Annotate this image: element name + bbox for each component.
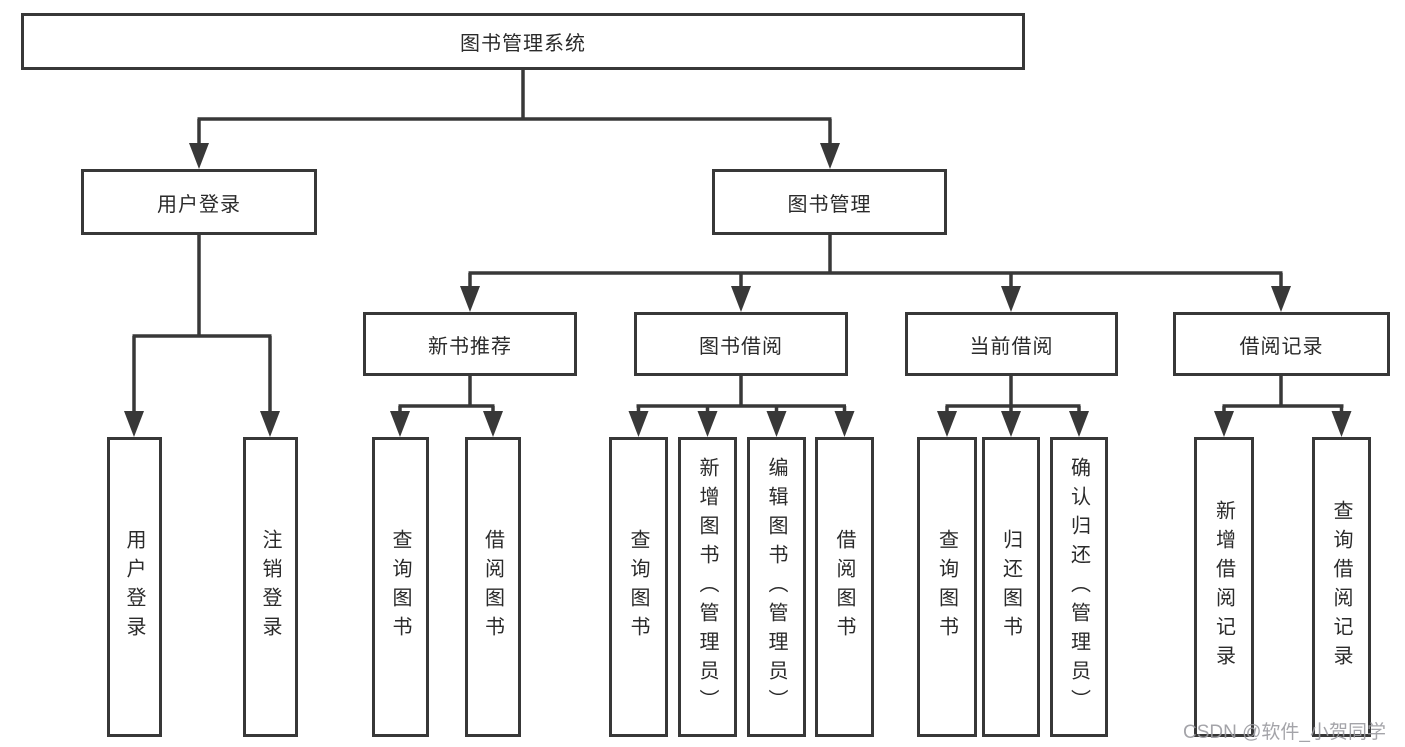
- connector-borrow-record: [1222, 376, 1344, 415]
- arrow-bb-query: [628, 411, 649, 437]
- leaf-cb-confirm-return: 确认归还（管理员）: [1050, 437, 1108, 737]
- leaf-nb-borrow-books: 借阅图书: [465, 437, 521, 737]
- node-borrow-record-label: 借阅记录: [1239, 335, 1324, 358]
- leaf-nb-borrow-books-label: 借阅图书: [481, 529, 504, 645]
- node-user-login: 用户登录: [81, 169, 317, 235]
- node-book-borrow: 图书借阅: [634, 312, 848, 376]
- leaf-user-login: 用户登录: [107, 437, 162, 737]
- csdn-watermark: CSDN @软件_小贺同学: [1183, 722, 1386, 743]
- leaf-br-query-record: 查询借阅记录: [1312, 437, 1371, 737]
- node-book-mgmt: 图书管理: [712, 169, 947, 235]
- leaf-logout: 注销登录: [243, 437, 298, 737]
- arrow-new-book: [460, 286, 480, 312]
- arrow-nb-borrow: [483, 411, 503, 437]
- leaf-bb-edit-books: 编辑图书（管理员）: [747, 437, 806, 737]
- arrow-user-login: [189, 143, 209, 169]
- arrow-borrow-record: [1271, 286, 1291, 312]
- arrow-br-add: [1214, 411, 1234, 437]
- arrow-cb-return: [1001, 411, 1021, 437]
- leaf-user-login-label: 用户登录: [123, 529, 145, 645]
- leaf-bb-add-books-label: 新增图书（管理员）: [696, 456, 718, 718]
- node-root-label: 图书管理系统: [460, 33, 586, 55]
- node-book-mgmt-label: 图书管理: [787, 193, 872, 216]
- leaf-nb-query-books-label: 查询图书: [389, 529, 411, 645]
- leaf-br-add-record-label: 新增借阅记录: [1212, 500, 1235, 674]
- arrow-nb-query: [390, 411, 410, 437]
- node-book-borrow-label: 图书借阅: [699, 335, 783, 358]
- node-current-borrow: 当前借阅: [905, 312, 1118, 376]
- leaf-cb-query-books: 查询图书: [917, 437, 977, 737]
- connector-book-borrow: [636, 376, 847, 415]
- node-root: 图书管理系统: [21, 13, 1025, 70]
- arrow-book-borrow: [731, 286, 751, 312]
- node-borrow-record: 借阅记录: [1173, 312, 1390, 376]
- arrow-current-borrow: [1001, 286, 1021, 312]
- leaf-bb-add-books: 新增图书（管理员）: [678, 437, 737, 737]
- arrow-leaf-logout: [260, 411, 280, 437]
- leaf-nb-query-books: 查询图书: [372, 437, 429, 737]
- leaf-br-add-record: 新增借阅记录: [1194, 437, 1254, 737]
- arrow-leaf-login: [124, 411, 144, 437]
- node-new-book-rec-label: 新书推荐: [428, 335, 512, 358]
- arrow-bb-borrow: [834, 411, 855, 437]
- node-user-login-label: 用户登录: [157, 193, 241, 216]
- arrow-cb-confirm: [1069, 411, 1089, 437]
- connector-new-book: [398, 376, 495, 415]
- connector-root-to-level2: [197, 68, 832, 147]
- arrow-bb-add: [697, 411, 718, 437]
- connector-user-login: [132, 235, 272, 415]
- node-new-book-rec: 新书推荐: [363, 312, 577, 376]
- arrow-br-query: [1331, 411, 1352, 437]
- arrow-cb-query: [937, 411, 957, 437]
- leaf-br-query-record-label: 查询借阅记录: [1330, 500, 1352, 674]
- leaf-cb-confirm-return-label: 确认归还（管理员）: [1067, 456, 1090, 718]
- leaf-cb-query-books-label: 查询图书: [935, 529, 958, 645]
- leaf-logout-label: 注销登录: [259, 529, 281, 645]
- leaf-bb-query-books: 查询图书: [609, 437, 668, 737]
- leaf-cb-return-books: 归还图书: [982, 437, 1040, 737]
- connector-current-borrow: [945, 376, 1081, 415]
- connector-book-mgmt: [468, 235, 1283, 290]
- leaf-bb-query-books-label: 查询图书: [627, 529, 649, 645]
- leaf-cb-return-books-label: 归还图书: [999, 529, 1022, 645]
- leaf-bb-edit-books-label: 编辑图书（管理员）: [765, 456, 787, 718]
- leaf-bb-borrow-books: 借阅图书: [815, 437, 874, 737]
- arrow-bb-edit: [766, 411, 787, 437]
- leaf-bb-borrow-books-label: 借阅图书: [833, 529, 855, 645]
- node-current-borrow-label: 当前借阅: [969, 335, 1054, 358]
- arrow-book-mgmt: [820, 143, 840, 169]
